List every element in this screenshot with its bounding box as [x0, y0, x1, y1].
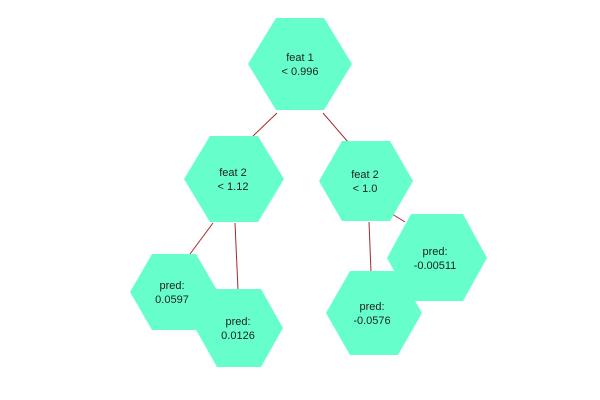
- hexagon-shape: [184, 136, 284, 222]
- leaf-rr-value: -0.00511: [414, 260, 457, 272]
- edge-root-left: [252, 112, 278, 137]
- leaf-ll: pred: 0.0597: [130, 254, 218, 330]
- hexagon-shape: [248, 18, 352, 110]
- leaf-ll-label: pred:: [159, 280, 184, 292]
- edge-left-leaf-lr: [234, 222, 239, 291]
- edge-root-right: [322, 112, 349, 143]
- hexagon-shape: [319, 141, 413, 221]
- node-left-feature: feat 2: [219, 167, 247, 179]
- leaf-rl-label: pred:: [359, 301, 384, 313]
- node-right-feature: feat 2: [351, 169, 379, 181]
- leaf-rl-value: -0.0576: [353, 315, 390, 327]
- leaf-lr: pred: 0.0126: [195, 289, 283, 367]
- node-root-feature: feat 1: [286, 52, 314, 64]
- node-left: feat 2 < 1.12: [184, 136, 284, 222]
- leaf-lr-value: 0.0126: [221, 330, 255, 342]
- edge-right-leaf-rr: [391, 213, 406, 223]
- edges: [189, 112, 406, 291]
- hexagon-shape: [387, 214, 487, 301]
- node-left-threshold: < 1.12: [218, 181, 249, 193]
- hexagon-shape: [326, 271, 422, 355]
- edge-left-leaf-ll: [189, 222, 214, 255]
- hexagon-shape: [130, 254, 218, 330]
- edge-right-leaf-rl: [368, 221, 372, 273]
- leaf-lr-label: pred:: [225, 316, 250, 328]
- node-root-threshold: < 0.996: [281, 66, 318, 78]
- leaf-rr-label: pred:: [422, 246, 447, 258]
- leaf-rr: pred: -0.00511: [387, 214, 487, 301]
- node-right-threshold: < 1.0: [353, 183, 378, 195]
- hexagon-shape: [195, 289, 283, 367]
- leaf-ll-value: 0.0597: [155, 294, 189, 306]
- leaf-rl: pred: -0.0576: [326, 271, 422, 355]
- node-right: feat 2 < 1.0: [319, 141, 413, 221]
- node-root: feat 1 < 0.996: [248, 18, 352, 110]
